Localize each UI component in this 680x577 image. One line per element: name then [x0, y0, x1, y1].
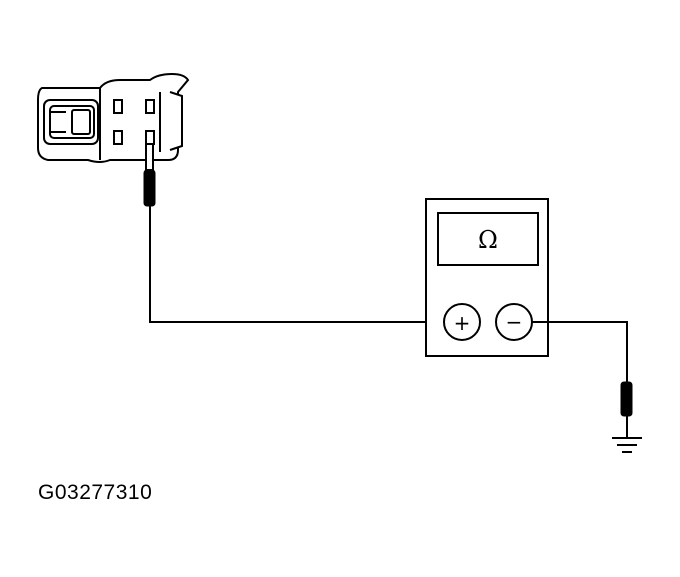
- positive-terminal-label: +: [454, 311, 471, 335]
- ohm-symbol: Ω: [478, 226, 498, 254]
- meter-display: [437, 212, 539, 266]
- positive-terminal: [443, 303, 481, 341]
- negative-terminal-label: −: [506, 310, 523, 334]
- probe-plus-lead: [143, 143, 156, 207]
- harness-connector: [37, 72, 190, 163]
- wire-negative: [532, 321, 628, 382]
- figure-id: G03277310: [38, 481, 153, 504]
- ohmmeter: Ω + −: [425, 198, 549, 357]
- ground-icon: [612, 437, 642, 453]
- wire-positive: [149, 206, 442, 323]
- probe-ground-lead: [620, 381, 633, 437]
